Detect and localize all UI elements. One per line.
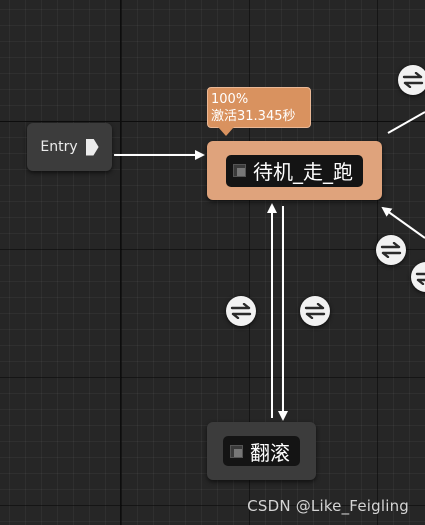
transition-rule-icon[interactable] xyxy=(398,65,425,95)
tooltip-weight: 100% xyxy=(211,92,249,107)
origin-line-vertical xyxy=(120,0,121,525)
state-status-tooltip: 100% 激活31.345秒 xyxy=(207,87,311,136)
state-label: 翻滚 xyxy=(250,440,290,465)
transition-rule-icon[interactable] xyxy=(411,262,425,292)
state-node-idle-walk-run[interactable]: 待机_走_跑 xyxy=(207,141,382,200)
transition-rule-icon[interactable] xyxy=(300,296,330,326)
entry-arrow-icon xyxy=(85,138,99,156)
link-offscreen-to-active xyxy=(381,206,425,239)
tooltip-active-time: 激活31.345秒 xyxy=(211,109,296,124)
state-icon xyxy=(233,164,246,177)
watermark: CSDN @Like_Feigling xyxy=(247,497,409,515)
state-node-roll[interactable]: 翻滚 xyxy=(207,422,316,480)
state-title-box: 待机_走_跑 xyxy=(226,154,363,187)
state-label: 待机_走_跑 xyxy=(253,160,353,184)
entry-node[interactable]: Entry xyxy=(27,123,112,171)
transition-rule-icon[interactable] xyxy=(226,296,256,326)
state-icon xyxy=(230,444,243,458)
transition-rule-icon[interactable] xyxy=(376,235,406,265)
entry-label: Entry xyxy=(40,139,78,155)
state-title-box: 翻滚 xyxy=(223,436,300,466)
link-active-to-offscreen-top xyxy=(387,111,425,134)
